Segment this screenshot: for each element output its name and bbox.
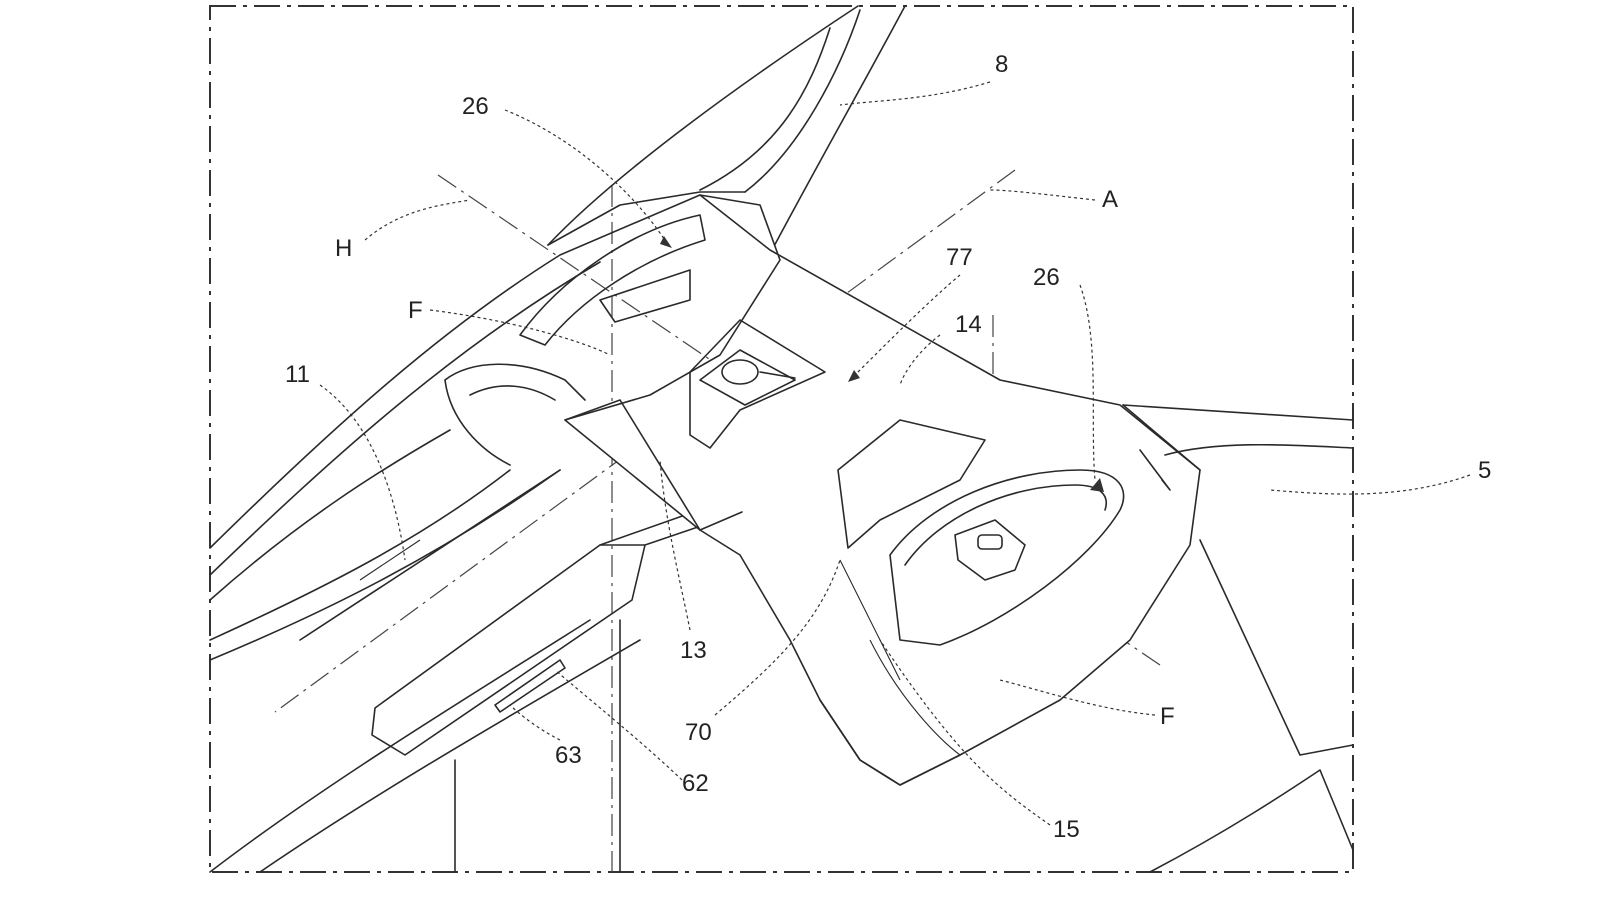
label-77: 77 [946,244,973,271]
label-26-right: 26 [1033,264,1060,291]
label-8: 8 [995,51,1008,78]
label-H: H [335,235,352,262]
right-window [837,419,1125,646]
left-tube [444,363,586,466]
label-F-bottom: F [1160,703,1175,730]
label-63: 63 [555,742,582,769]
label-11: 11 [285,361,310,388]
label-13: 13 [680,637,707,664]
label-70: 70 [685,719,712,746]
part-8-fin [547,5,906,251]
label-26-left: 26 [462,93,489,120]
part-77-pivot [689,319,826,449]
label-62: 62 [682,770,709,797]
label-15: 15 [1053,816,1080,843]
part-5-panel [1122,404,1354,873]
arrow-head-77 [848,370,860,382]
part-14-hub [564,194,1201,786]
label-F-top: F [408,297,423,324]
frame-boundary [209,5,1354,873]
left-slot [519,214,706,346]
label-14: 14 [955,311,982,338]
label-A: A [1102,186,1118,213]
arrow-head-26b [1090,478,1104,492]
label-5: 5 [1478,457,1491,484]
arrow-head-26a [660,236,672,248]
reference-labels: 8 26 A H 77 26 F 14 11 5 13 70 F 63 62 1… [285,51,1491,843]
part-11-arms [209,194,701,661]
leader-lines [319,81,1471,826]
lower-beam [209,494,743,873]
